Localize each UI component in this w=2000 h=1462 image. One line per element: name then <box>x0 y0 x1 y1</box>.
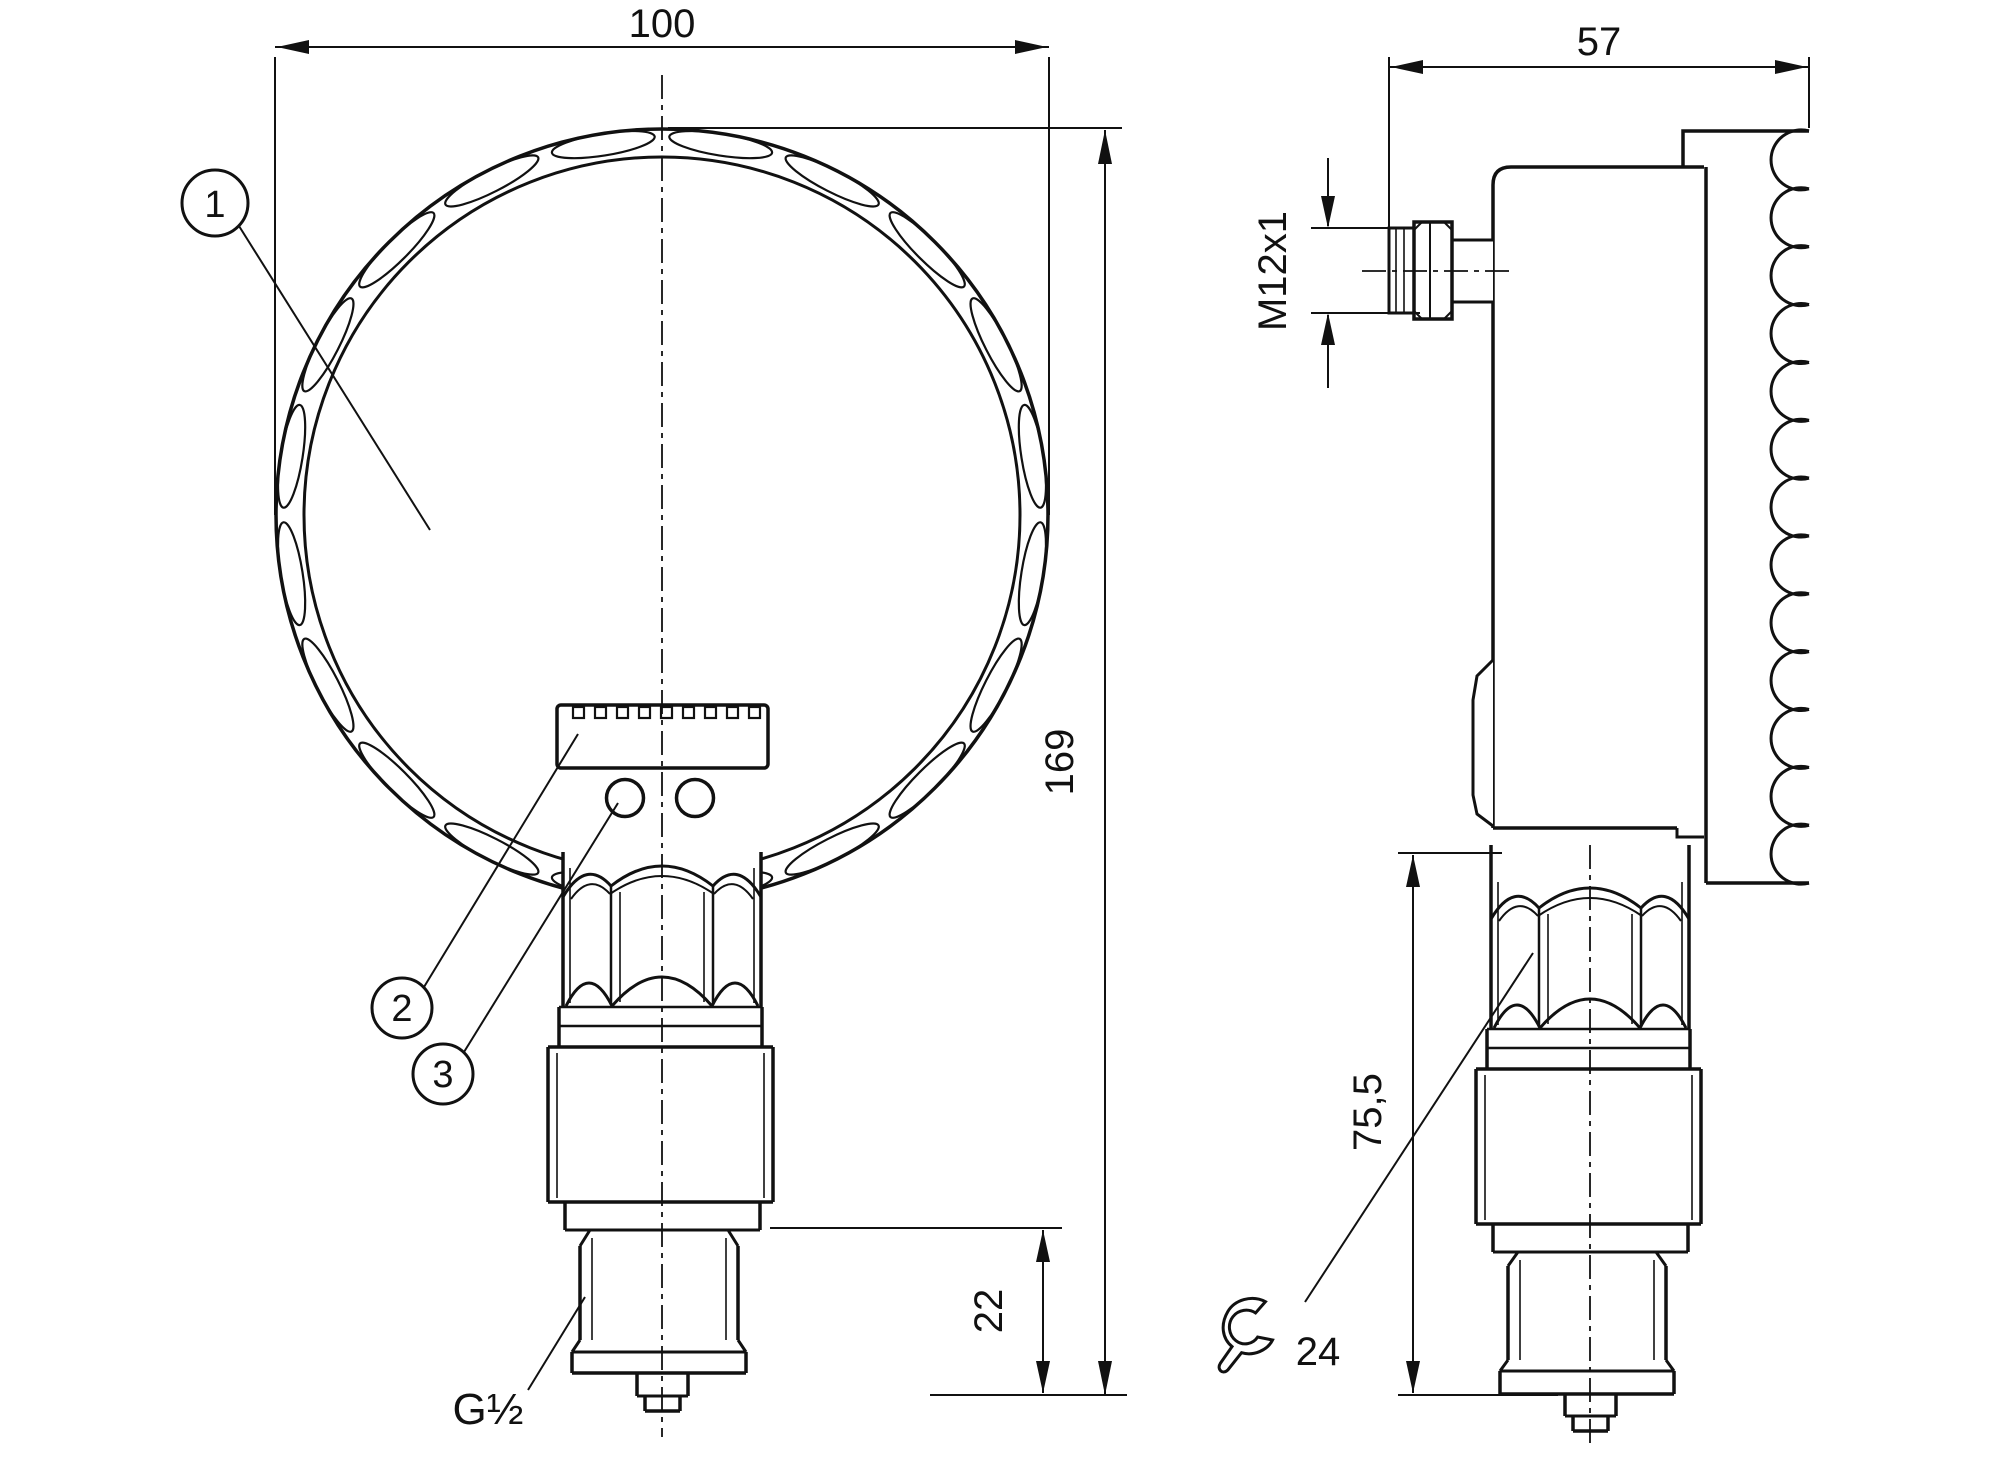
dim-lower-height-label: 75,5 <box>1346 1073 1390 1151</box>
arrowhead-left <box>277 40 309 54</box>
dim-thread-length-label: 22 <box>967 1289 1011 1334</box>
arrowhead-down <box>1406 1361 1420 1393</box>
display-segment-teeth <box>571 705 762 720</box>
arrowhead-down <box>1036 1361 1050 1393</box>
callout-1: 1 <box>180 168 431 531</box>
wrench-size-label: 24 <box>1296 1330 1341 1374</box>
housing-side <box>1471 165 1704 839</box>
thread-label-g12: G½ <box>453 1296 586 1434</box>
arrowhead-up <box>1098 130 1112 164</box>
thread-size-label: G½ <box>453 1385 524 1434</box>
m12-connector <box>1362 220 1512 321</box>
dim-width-label: 100 <box>629 2 696 46</box>
wrench-size-callout: 24 <box>1217 952 1534 1374</box>
callout-number: 3 <box>432 1054 453 1096</box>
callout-circle <box>370 976 434 1040</box>
dim-height-label: 169 <box>1038 729 1082 796</box>
arrowhead-right <box>1775 60 1807 74</box>
arrowhead-up <box>1321 313 1335 345</box>
pushbutton-right <box>674 777 716 819</box>
pushbutton-left <box>604 777 646 819</box>
callout-number: 1 <box>204 184 225 226</box>
callout-circle <box>180 168 250 238</box>
wrench-icon <box>1217 1297 1275 1374</box>
arrowhead-up <box>1036 1230 1050 1262</box>
callout-2: 2 <box>370 733 579 1040</box>
dimension-169: 169 <box>668 127 1127 1396</box>
gauge-knurl-pattern <box>276 129 1048 901</box>
bezel-knurl-pattern <box>1769 128 1810 886</box>
knurled-bezel-side <box>1681 128 1810 886</box>
connector-thread-label: M12x1 <box>1251 211 1295 331</box>
dimension-m12x1: M12x1 <box>1251 158 1420 388</box>
front-view <box>274 75 1050 1437</box>
dimension-22: 22 <box>770 1227 1062 1393</box>
callout-3: 3 <box>411 802 619 1106</box>
side-view <box>1362 128 1810 1445</box>
arrowhead-right <box>1015 40 1047 54</box>
dimension-57: 57 <box>1388 20 1810 228</box>
dimension-100: 100 <box>274 2 1050 515</box>
callout-circle <box>411 1042 475 1106</box>
arrowhead-down <box>1321 196 1335 228</box>
dim-depth-label: 57 <box>1577 20 1622 64</box>
dimension-75-5: 75,5 <box>1346 852 1558 1396</box>
arrowhead-left <box>1391 60 1423 74</box>
process-connection-side-outline <box>1474 845 1703 1433</box>
arrowhead-up <box>1406 855 1420 887</box>
callout-number: 2 <box>391 988 412 1030</box>
arrowhead-down <box>1098 1361 1112 1395</box>
